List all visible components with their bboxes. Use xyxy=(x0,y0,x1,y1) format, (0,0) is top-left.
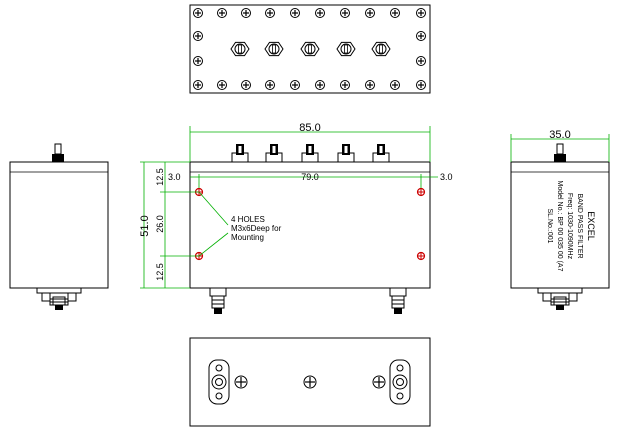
top-view-tuning-screws xyxy=(230,41,391,57)
mounting-note-line3: Mounting xyxy=(231,233,264,242)
mounting-hole-top-right xyxy=(416,187,426,197)
left-side-body xyxy=(9,161,109,289)
top-screw-upper-1 xyxy=(193,8,203,18)
front-tuning-knob-4 xyxy=(337,144,355,163)
top-screw-left-1 xyxy=(193,31,203,41)
product-label: EXCEL BAND PASS FILTER Freq: 1030-1090MH… xyxy=(546,181,596,272)
top-screw-left-2 xyxy=(193,56,203,66)
front-view-tuning-knobs xyxy=(231,144,390,163)
bottom-view xyxy=(189,337,431,427)
mounting-note: 4 HOLES M3x6Deep for Mounting xyxy=(198,191,282,257)
dimension-overall-width: 85.0 xyxy=(189,122,431,162)
top-tuning-screw-4 xyxy=(336,41,356,57)
top-screw-lower-9 xyxy=(390,80,400,90)
right-side-connectors xyxy=(537,287,583,310)
top-screw-upper-2 xyxy=(217,8,227,18)
dimension-side-width-label: 35.0 xyxy=(549,129,570,141)
dimension-hole-spacing-label: 79.0 xyxy=(301,172,319,182)
dimension-edge-right-label: 3.0 xyxy=(440,172,453,182)
top-view xyxy=(189,4,431,94)
top-screw-upper-9 xyxy=(390,8,400,18)
top-screw-upper-10 xyxy=(416,8,426,18)
front-tuning-knob-3 xyxy=(301,144,319,163)
bottom-connector-left xyxy=(208,359,230,405)
top-screw-lower-3 xyxy=(241,80,251,90)
mounting-note-line1: 4 HOLES xyxy=(231,215,265,224)
top-screw-lower-1 xyxy=(193,80,203,90)
right-side-body xyxy=(510,161,610,289)
dimension-height-segments: 12.5 26.0 12.5 xyxy=(155,162,199,288)
right-side-view: 35.0 EXCEL BAND PASS FILTER Freq: 1030-1… xyxy=(510,129,610,310)
top-tuning-screw-2 xyxy=(264,41,284,57)
top-screw-lower-8 xyxy=(365,80,375,90)
dimension-hole-spacing: 79.0 3.0 3.0 xyxy=(168,172,453,188)
top-screw-lower-7 xyxy=(340,80,350,90)
top-screw-upper-8 xyxy=(365,8,375,18)
product-label-freq: Freq: 1030-1090MHz xyxy=(566,193,573,260)
dimension-overall-height-label: 51.0 xyxy=(139,215,151,236)
left-side-connectors xyxy=(36,287,82,310)
left-side-tuner xyxy=(52,143,64,162)
dimension-height-top-label: 12.5 xyxy=(155,168,165,186)
top-tuning-screw-3 xyxy=(300,41,320,57)
dimension-height-mid-label: 26.0 xyxy=(155,215,165,233)
product-label-type: BAND PASS FILTER xyxy=(576,193,583,258)
top-screw-upper-4 xyxy=(265,8,275,18)
top-tuning-screw-1 xyxy=(230,41,250,57)
front-tuning-knob-2 xyxy=(265,144,283,163)
top-screw-upper-7 xyxy=(340,8,350,18)
dimension-overall-width-label: 85.0 xyxy=(299,122,320,134)
top-screw-lower-6 xyxy=(315,80,325,90)
top-screw-upper-3 xyxy=(241,8,251,18)
front-tuning-knob-1 xyxy=(231,144,249,163)
dimension-height-bottom-label: 12.5 xyxy=(155,263,165,281)
front-view-body xyxy=(189,161,431,289)
bottom-connector-right xyxy=(389,359,411,405)
mounting-note-line2: M3x6Deep for xyxy=(231,224,282,233)
top-screw-lower-5 xyxy=(290,80,300,90)
top-screw-right-2 xyxy=(416,56,426,66)
left-side-view xyxy=(9,143,109,310)
front-view: 85.0 79.0 3.0 3.0 51.0 12.5 26.0 12. xyxy=(139,122,453,314)
product-label-model: Model No.: BP 00 035 00 (A7 xyxy=(556,181,563,272)
front-connector-left xyxy=(209,287,227,314)
top-tuning-screw-5 xyxy=(371,41,391,57)
dimension-edge-left-label: 3.0 xyxy=(168,172,181,182)
top-screw-lower-4 xyxy=(265,80,275,90)
top-screw-upper-6 xyxy=(315,8,325,18)
bottom-screw-3 xyxy=(372,375,386,389)
top-screw-lower-2 xyxy=(217,80,227,90)
product-label-serial: SL.No.:001 xyxy=(546,208,553,243)
top-view-perimeter-screws xyxy=(193,8,426,90)
front-tuning-knob-5 xyxy=(372,144,390,163)
product-label-brand: EXCEL xyxy=(586,211,596,241)
right-side-tuner xyxy=(554,143,566,162)
top-screw-lower-10 xyxy=(416,80,426,90)
bottom-screw-2 xyxy=(303,375,317,389)
front-connector-right xyxy=(389,287,407,314)
top-screw-right-1 xyxy=(416,31,426,41)
top-screw-upper-5 xyxy=(290,8,300,18)
mounting-hole-bottom-right xyxy=(416,251,426,261)
bottom-screw-1 xyxy=(234,375,248,389)
dimension-side-width: 35.0 xyxy=(510,129,610,162)
